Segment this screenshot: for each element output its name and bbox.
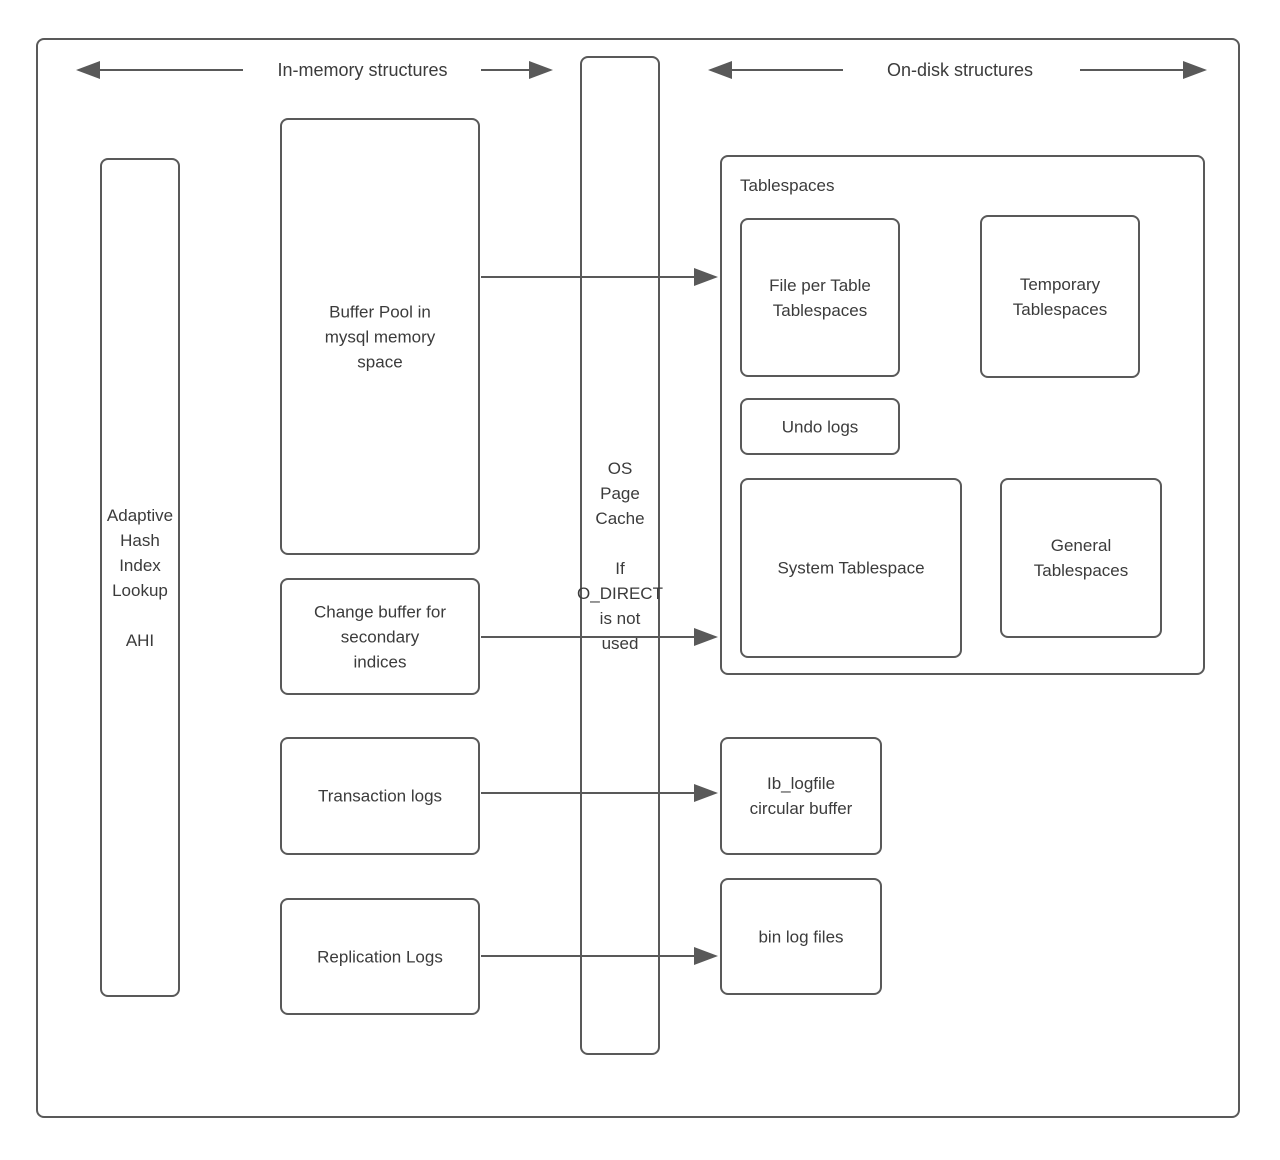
ib-logfile-label: Ib_logfile circular buffer [749,774,853,818]
diagram-outer-frame [36,38,1240,1118]
in-memory-structures-header: In-memory structures [277,60,448,80]
undo-logs-label: Undo logs [781,417,859,436]
box-system-tablespace: System Tablespace [740,478,962,658]
box-bin-log-files: bin log files [720,878,882,995]
general-tablespaces-label: General Tablespaces [1033,536,1129,580]
box-adaptive-hash-index: Adaptive Hash Index Lookup AHI [100,158,180,997]
system-tablespace-label: System Tablespace [777,558,925,578]
box-ib-logfile: Ib_logfile circular buffer [720,737,882,855]
temporary-tablespaces-label: Temporary Tablespaces [1012,274,1108,319]
replication-logs-label: Replication Logs [317,947,443,966]
box-buffer-pool: Buffer Pool in mysql memory space [280,118,480,555]
tablespaces-container-label: Tablespaces [740,176,835,195]
file-per-table-tablespaces-label: File per Table Tablespaces [769,275,871,320]
tablespaces-container [720,155,1205,675]
bin-log-files-label: bin log files [758,927,844,946]
box-transaction-logs: Transaction logs [280,737,480,855]
box-os-page-cache: OS Page Cache If O_DIRECT is not used [577,56,663,1055]
buffer-pool-label: Buffer Pool in mysql memory space [324,302,436,371]
os-page-cache-label: OS Page Cache If O_DIRECT is not used [577,458,663,653]
box-undo-logs: Undo logs [740,398,900,455]
box-replication-logs: Replication Logs [280,898,480,1015]
box-temporary-tablespaces: Temporary Tablespaces [980,215,1140,378]
transaction-logs-label: Transaction logs [317,786,443,806]
on-disk-structures-header: On-disk structures [886,60,1034,80]
box-change-buffer: Change buffer for secondary indices [280,578,480,695]
box-general-tablespaces: General Tablespaces [1000,478,1162,638]
adaptive-hash-index-label: Adaptive Hash Index Lookup AHI [106,505,174,650]
box-file-per-table-tablespaces: File per Table Tablespaces [740,218,900,377]
change-buffer-label: Change buffer for secondary indices [314,602,446,671]
